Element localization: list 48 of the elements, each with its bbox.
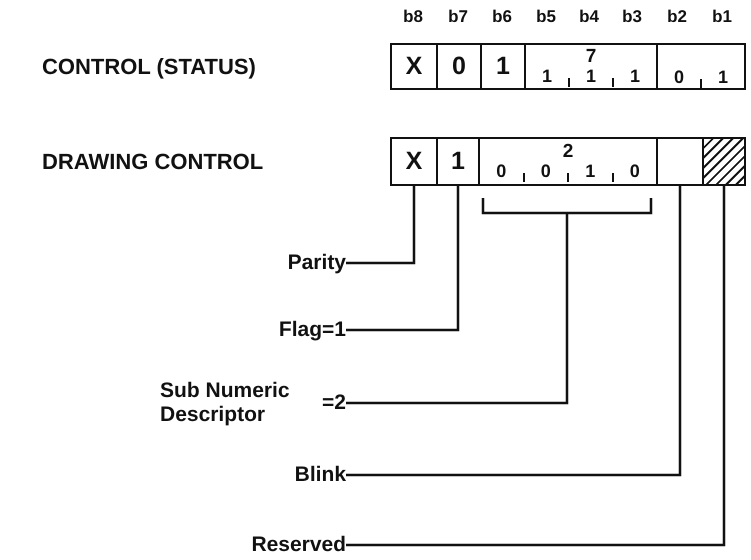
bit-value: 1	[584, 66, 597, 86]
bit-value: 1	[584, 162, 596, 182]
register-bit-cell	[436, 43, 482, 90]
bit-number: b3	[622, 8, 642, 25]
field-label: =2	[322, 390, 346, 416]
field-label: Parity	[288, 250, 346, 276]
bit-value: 0	[540, 162, 552, 182]
register-bit-cell	[436, 137, 480, 186]
field-value: 2	[562, 142, 574, 160]
field-label: Blink	[294, 462, 346, 488]
bit-value: 1	[451, 149, 465, 174]
bit-number: b7	[448, 8, 468, 25]
register-title: CONTROL (STATUS)	[42, 56, 256, 78]
bracket	[482, 198, 652, 214]
register-bit-cell	[480, 43, 526, 90]
field-value: 7	[586, 46, 596, 66]
register-title: DRAWING CONTROL	[42, 151, 264, 173]
bit-value: 0	[672, 68, 685, 88]
bit-number: b8	[403, 8, 423, 25]
field-label: Flag=1	[278, 318, 346, 342]
bit-number: b5	[536, 8, 556, 25]
bit-value: 1	[628, 66, 641, 86]
bit-value: X	[406, 54, 422, 79]
leader-line	[346, 186, 726, 546]
field-label: Reserved	[251, 532, 346, 558]
register-field	[524, 43, 658, 90]
leader-line	[346, 214, 568, 404]
register-bit-cell	[390, 137, 438, 186]
bit-value: 0	[452, 54, 466, 79]
leader-line	[346, 186, 416, 264]
leader-line	[346, 186, 682, 476]
register-field	[478, 137, 658, 186]
bit-number: b6	[492, 8, 512, 25]
bit-value: 1	[496, 54, 510, 79]
bit-number: b2	[667, 8, 687, 25]
register-field	[656, 43, 746, 90]
bit-value: 0	[628, 162, 641, 182]
bit-number: b4	[579, 8, 599, 25]
bit-value: 1	[716, 68, 729, 88]
bit-value: X	[406, 149, 422, 174]
field-label: Sub Numeric Descriptor	[160, 378, 291, 428]
reserved-bit-cell	[702, 137, 746, 186]
register-bit-cell	[390, 43, 438, 90]
bit-value: 1	[540, 66, 553, 86]
leader-line	[346, 186, 460, 332]
register-bit-cell	[656, 137, 704, 186]
bit-value: 0	[495, 162, 508, 182]
bit-number: b1	[712, 8, 732, 25]
